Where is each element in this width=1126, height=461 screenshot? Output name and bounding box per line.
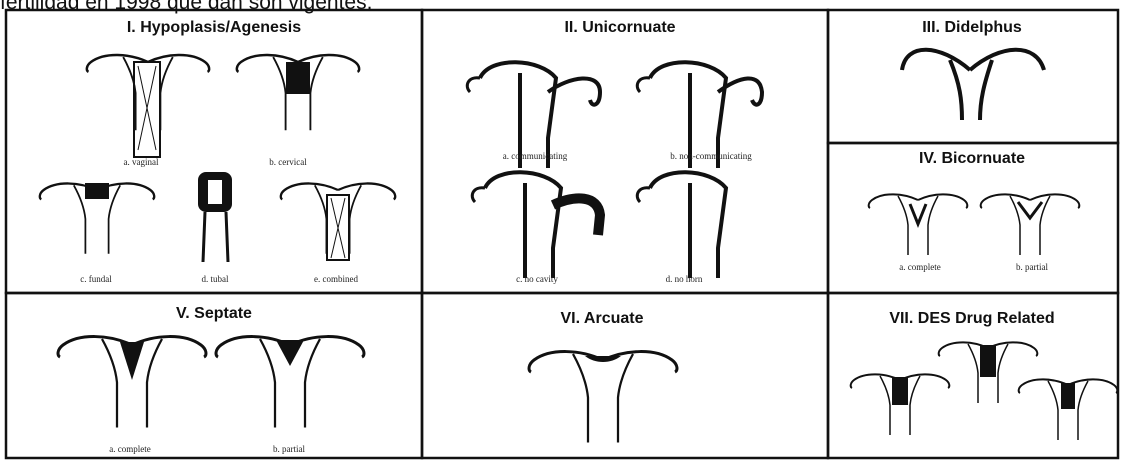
panel-hypoplasia bbox=[6, 10, 422, 293]
caption: b. cervical bbox=[269, 157, 307, 167]
caption: a. vaginal bbox=[124, 157, 159, 167]
caption: a. communicating bbox=[503, 151, 568, 161]
caption: e. combined bbox=[314, 274, 358, 284]
caption: b. partial bbox=[1016, 262, 1048, 272]
panel-title: VI. Arcuate bbox=[561, 310, 644, 327]
uterus-illustration bbox=[902, 50, 1044, 120]
caption: d. tubal bbox=[202, 274, 229, 284]
uterus-illustration bbox=[40, 55, 395, 262]
panel-title: II. Unicornuate bbox=[564, 19, 675, 36]
caption: c. no cavity bbox=[516, 274, 558, 284]
caption: a. complete bbox=[109, 444, 150, 454]
caption: c. fundal bbox=[80, 274, 112, 284]
uterus-illustration bbox=[851, 342, 1118, 440]
uterus-illustration bbox=[529, 352, 677, 443]
caption: a. complete bbox=[899, 262, 940, 272]
uterus-illustration bbox=[58, 337, 364, 428]
caption: d. no horn bbox=[666, 274, 703, 284]
uterus-illustration bbox=[869, 194, 1080, 255]
caption: b. partial bbox=[273, 444, 305, 454]
caption: b. non-communicating bbox=[670, 151, 752, 161]
panel-title: I. Hypoplasis/Agenesis bbox=[127, 19, 301, 36]
panel-title: VII. DES Drug Related bbox=[889, 310, 1054, 327]
uterus-illustration bbox=[467, 62, 762, 278]
panel-title: V. Septate bbox=[176, 305, 252, 322]
panel-unicornuate bbox=[422, 10, 828, 293]
panel-title: III. Didelphus bbox=[922, 19, 1022, 36]
panel-title: IV. Bicornuate bbox=[919, 150, 1025, 167]
